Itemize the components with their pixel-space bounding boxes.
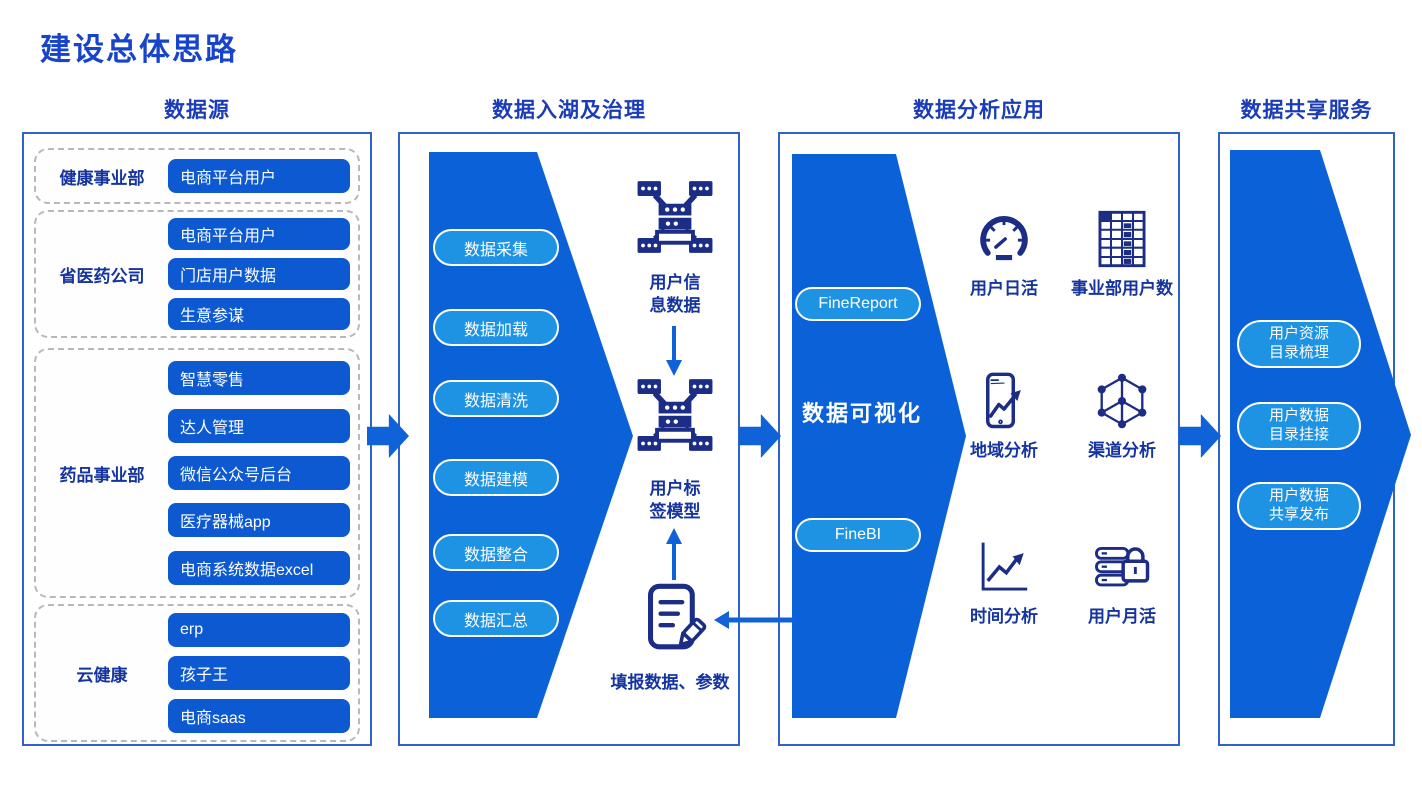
column-header-source: 数据源 bbox=[164, 99, 230, 122]
panel-data-source: 健康事业部 电商平台用户 省医药公司 电商平台用户 门店用户数据 生意参谋 药品… bbox=[22, 132, 372, 746]
source-item: 门店用户数据 bbox=[168, 258, 350, 290]
lake-step: 数据采集 bbox=[433, 229, 559, 266]
analysis-item: 事业部用户数 bbox=[1057, 210, 1187, 301]
share-pill: 用户数据 目录挂接 bbox=[1237, 402, 1361, 450]
analysis-item: 用户月活 bbox=[1057, 538, 1187, 629]
line-chart-icon bbox=[981, 542, 1028, 591]
lake-step: 数据清洗 bbox=[433, 380, 559, 417]
source-group-health: 健康事业部 电商平台用户 bbox=[34, 148, 360, 204]
source-item: 微信公众号后台 bbox=[168, 455, 350, 490]
analysis-item: 时间分析 bbox=[939, 538, 1069, 629]
source-item: 孩子王 bbox=[168, 656, 350, 690]
tool-pill-finereport: FineReport bbox=[795, 287, 921, 321]
source-item: 生意参谋 bbox=[168, 298, 350, 330]
data-model-icon bbox=[630, 178, 720, 256]
tool-pill-finebi: FineBI bbox=[795, 518, 921, 552]
source-item: 电商系统数据excel bbox=[168, 550, 350, 585]
analysis-item: 地域分析 bbox=[939, 372, 1069, 463]
source-item: 智慧零售 bbox=[168, 361, 350, 396]
column-header-share: 数据共享服务 bbox=[1240, 99, 1373, 122]
arrow-up-icon bbox=[666, 528, 682, 580]
server-lock-icon bbox=[1095, 546, 1150, 587]
group-label: 健康事业部 bbox=[59, 168, 145, 188]
lake-step: 数据建模 bbox=[433, 459, 559, 496]
source-item: 电商saas bbox=[168, 699, 350, 733]
source-item: 电商平台用户 bbox=[168, 159, 350, 193]
visualization-label: 数据可视化 bbox=[802, 401, 923, 426]
group-label: 药品事业部 bbox=[59, 465, 145, 485]
source-item: 医疗器械app bbox=[168, 503, 350, 538]
source-group-cloud-health: 云健康 erp 孩子王 电商saas bbox=[34, 604, 360, 742]
column-header-analysis: 数据分析应用 bbox=[913, 99, 1045, 122]
analysis-item: 用户日活 bbox=[939, 210, 1069, 301]
panel-data-analysis: FineReport 数据可视化 FineBI 用户日活 bbox=[778, 132, 1180, 746]
document-pencil-icon bbox=[630, 582, 720, 654]
arrow-down-icon bbox=[666, 326, 682, 376]
panel-data-share: 用户资源 目录梳理 用户数据 目录挂接 用户数据 共享发布 bbox=[1218, 132, 1411, 746]
page-title: 建设总体思路 bbox=[40, 32, 238, 67]
lake-step: 数据加载 bbox=[433, 309, 559, 346]
artifact-label: 用户信 息数据 bbox=[649, 273, 701, 315]
source-item: 电商平台用户 bbox=[168, 218, 350, 250]
artifact-label: 用户标 签模型 bbox=[649, 479, 701, 521]
panel-data-lake: 数据采集 数据加载 数据清洗 数据建模 数据整合 数据汇总 bbox=[398, 132, 740, 746]
gauge-icon bbox=[980, 216, 1028, 261]
flow-arrow-right-icon bbox=[739, 414, 781, 458]
data-model-icon bbox=[630, 376, 720, 454]
group-label: 云健康 bbox=[76, 665, 128, 685]
source-group-drug-division: 药品事业部 智慧零售 达人管理 微信公众号后台 医疗器械app 电商系统数据ex… bbox=[34, 348, 360, 598]
arrow-left-icon bbox=[714, 611, 796, 629]
artifact-label: 填报数据、参数 bbox=[610, 673, 730, 692]
group-label: 省医药公司 bbox=[59, 266, 145, 286]
source-item: 达人管理 bbox=[168, 408, 350, 443]
share-pill: 用户资源 目录梳理 bbox=[1237, 320, 1361, 368]
chevron-shape bbox=[429, 152, 633, 718]
source-group-pharma-company: 省医药公司 电商平台用户 门店用户数据 生意参谋 bbox=[34, 210, 360, 338]
source-item: erp bbox=[168, 613, 350, 647]
analysis-item: 渠道分析 bbox=[1057, 372, 1187, 463]
phone-chart-icon bbox=[986, 372, 1021, 429]
lake-step: 数据汇总 bbox=[433, 600, 559, 637]
column-header-lake: 数据入湖及治理 bbox=[492, 99, 646, 122]
share-pill: 用户数据 共享发布 bbox=[1237, 482, 1361, 530]
network-cube-icon bbox=[1097, 373, 1147, 429]
lake-step: 数据整合 bbox=[433, 534, 559, 571]
table-icon bbox=[1098, 210, 1146, 268]
